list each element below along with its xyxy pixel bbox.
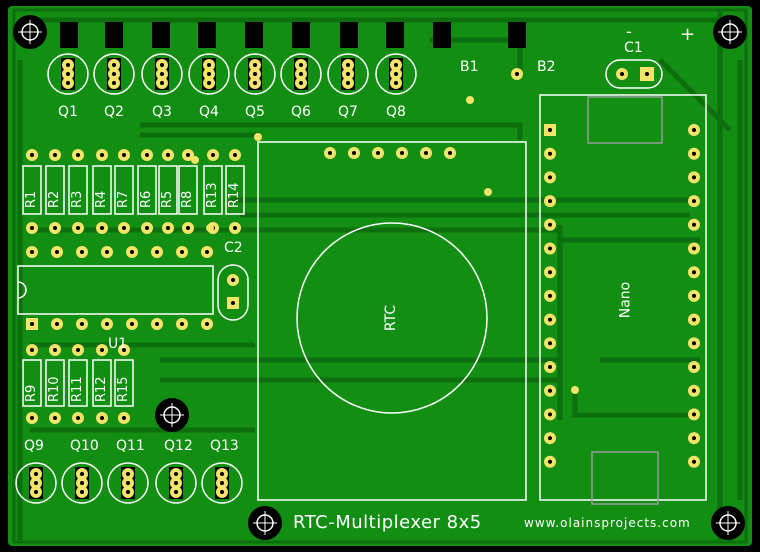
resistor-label: R6 — [139, 190, 154, 208]
mounting-hole-icon — [711, 506, 745, 540]
resistor-label: R1 — [24, 190, 39, 208]
transistor-q12 — [155, 462, 197, 504]
transistor-q6 — [280, 53, 322, 95]
b1-label: B1 — [460, 59, 479, 75]
transistor-label: Q13 — [210, 438, 239, 454]
resistor-label: R8 — [180, 190, 195, 208]
transistor-label: Q8 — [386, 104, 406, 120]
resistor-label: R15 — [116, 376, 131, 402]
resistor-label: R2 — [47, 190, 62, 208]
resistor-label: R11 — [70, 376, 85, 402]
transistor-q11 — [107, 462, 149, 504]
transistor-q10 — [61, 462, 103, 504]
rtc-module — [257, 141, 527, 501]
transistor-q7 — [327, 53, 369, 95]
resistor-label: R9 — [24, 384, 39, 402]
transistor-label: Q7 — [338, 104, 358, 120]
copper-pour — [8, 6, 752, 546]
transistor-q3 — [141, 53, 183, 95]
mounting-hole-icon — [155, 398, 189, 432]
button-pad — [511, 68, 523, 80]
transistor-label: Q10 — [70, 438, 99, 454]
bottom-transistor-row — [15, 462, 243, 504]
transistor-q2 — [93, 53, 135, 95]
resistor-label: R7 — [116, 190, 131, 208]
transistor-q1 — [47, 53, 89, 95]
capacitor-c1 — [605, 59, 663, 89]
transistor-q4 — [188, 53, 230, 95]
resistor-label: R13 — [205, 182, 220, 208]
transistor-label: Q3 — [152, 104, 172, 120]
transistor-label: Q11 — [116, 438, 145, 454]
board-title: RTC-Multiplexer 8x5 — [293, 512, 482, 533]
transistor-label: Q2 — [104, 104, 124, 120]
nano-label: Nano — [617, 281, 634, 319]
transistor-q13 — [201, 462, 243, 504]
transistor-label: Q1 — [58, 104, 78, 120]
resistor-label: R5 — [160, 190, 175, 208]
resistor-label: R3 — [70, 190, 85, 208]
top-connector-pads — [60, 22, 526, 48]
b2-label: B2 — [537, 59, 556, 75]
plus-sign: + — [680, 24, 696, 45]
mounting-hole-icon — [713, 15, 747, 49]
nano-module — [539, 94, 707, 505]
mounting-holes — [13, 15, 747, 540]
rtc-label: RTC — [383, 304, 400, 332]
vias — [191, 96, 579, 394]
bottom-resistor-array — [22, 344, 134, 424]
resistor-label: R14 — [227, 182, 242, 208]
ic-u1 — [17, 246, 214, 330]
mounting-hole-icon — [13, 15, 47, 49]
mounting-hole-icon — [248, 506, 282, 540]
transistor-label: Q5 — [245, 104, 265, 120]
minus-sign: - — [626, 22, 632, 41]
transistor-label: Q12 — [164, 438, 193, 454]
transistor-q9 — [15, 462, 57, 504]
resistor-label: R10 — [47, 376, 62, 402]
website-label: www.olainsprojects.com — [524, 516, 691, 530]
transistor-q8 — [375, 53, 417, 95]
transistor-label: Q6 — [291, 104, 311, 120]
ic-label: U1 — [108, 336, 128, 352]
transistor-label: Q4 — [199, 104, 219, 120]
resistor-label: R12 — [94, 376, 109, 402]
c2-label: C2 — [224, 240, 243, 256]
transistor-label: Q9 — [24, 438, 44, 454]
capacitor-c2 — [217, 264, 249, 321]
top-transistor-row — [47, 53, 417, 95]
transistor-q5 — [234, 53, 276, 95]
c1-label: C1 — [624, 40, 643, 56]
resistor-label: R4 — [94, 190, 109, 208]
